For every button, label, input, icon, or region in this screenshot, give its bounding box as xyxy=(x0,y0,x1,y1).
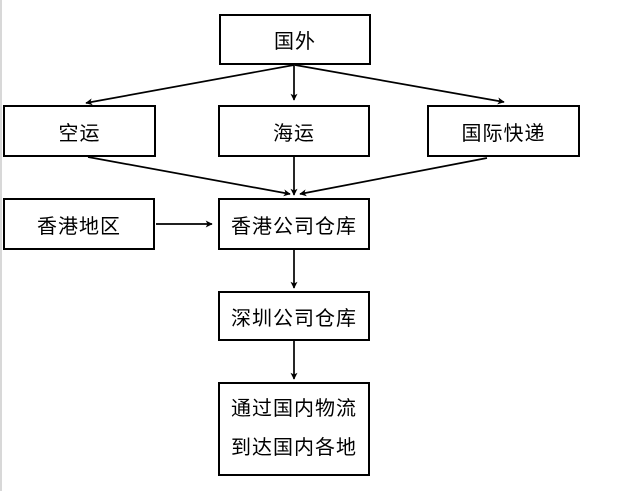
node-overseas: 国外 xyxy=(219,14,371,65)
node-hongkong-region-label: 香港地区 xyxy=(37,215,121,238)
node-air-freight: 空运 xyxy=(3,105,156,157)
node-domestic-logistics-line1: 通过国内物流 xyxy=(231,398,357,420)
edge-air-freight-hongkong-warehouse xyxy=(87,156,291,197)
edge-intl-express-hongkong-warehouse xyxy=(299,157,488,197)
page-edge-line xyxy=(0,0,2,491)
node-shenzhen-warehouse: 深圳公司仓库 xyxy=(218,291,370,341)
node-hongkong-warehouse-label: 香港公司仓库 xyxy=(231,215,357,238)
node-intl-express: 国际快递 xyxy=(427,105,580,157)
node-sea-freight-label: 海运 xyxy=(273,122,315,145)
node-shenzhen-warehouse-label: 深圳公司仓库 xyxy=(231,307,357,330)
node-hongkong-region: 香港地区 xyxy=(3,198,155,250)
node-domestic-logistics: 通过国内物流 到达国内各地 xyxy=(218,382,370,476)
node-hongkong-warehouse: 香港公司仓库 xyxy=(218,198,370,250)
edge-overseas-air-freight xyxy=(85,64,295,106)
node-sea-freight: 海运 xyxy=(218,105,370,157)
node-domestic-logistics-line2: 到达国内各地 xyxy=(231,437,357,459)
node-intl-express-label: 国际快递 xyxy=(461,122,546,145)
node-overseas-label: 国外 xyxy=(274,31,316,53)
node-air-freight-label: 空运 xyxy=(58,122,101,145)
edge-overseas-intl-express xyxy=(294,64,505,105)
